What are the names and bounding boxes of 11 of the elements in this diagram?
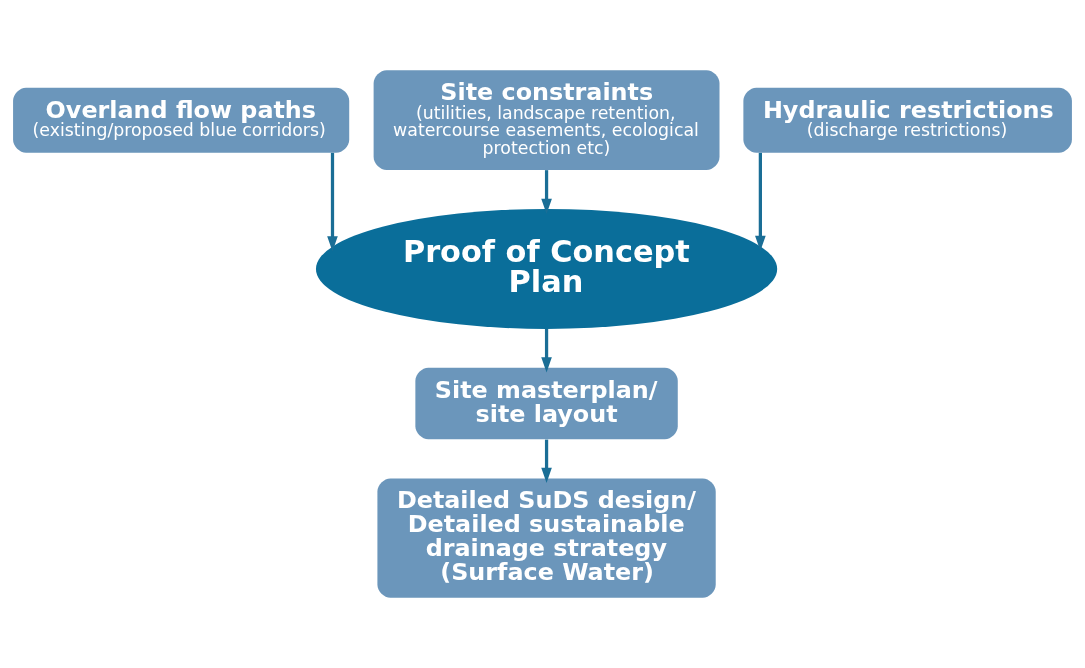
node-box: Detailed SuDS design/ Detailed sustainable drainage strategy (Surface Water) (377, 478, 716, 598)
arrow (541, 170, 552, 214)
node-box: Hydraulic restrictions (discharge restrictions) (743, 87, 1072, 153)
arrow (541, 439, 552, 483)
arrow (327, 152, 338, 252)
node-box: Overland flow paths (existing/proposed blue corridors) (13, 87, 350, 153)
node-ellipse: Proof of Concept Plan (315, 208, 778, 329)
node-box: Site constraints (utilities, landscape retention, watercourse easements, ecological protection etc) (373, 70, 720, 171)
node-box: Site masterplan/ site layout (415, 367, 678, 440)
arrow (541, 328, 552, 373)
arrow (755, 152, 766, 251)
